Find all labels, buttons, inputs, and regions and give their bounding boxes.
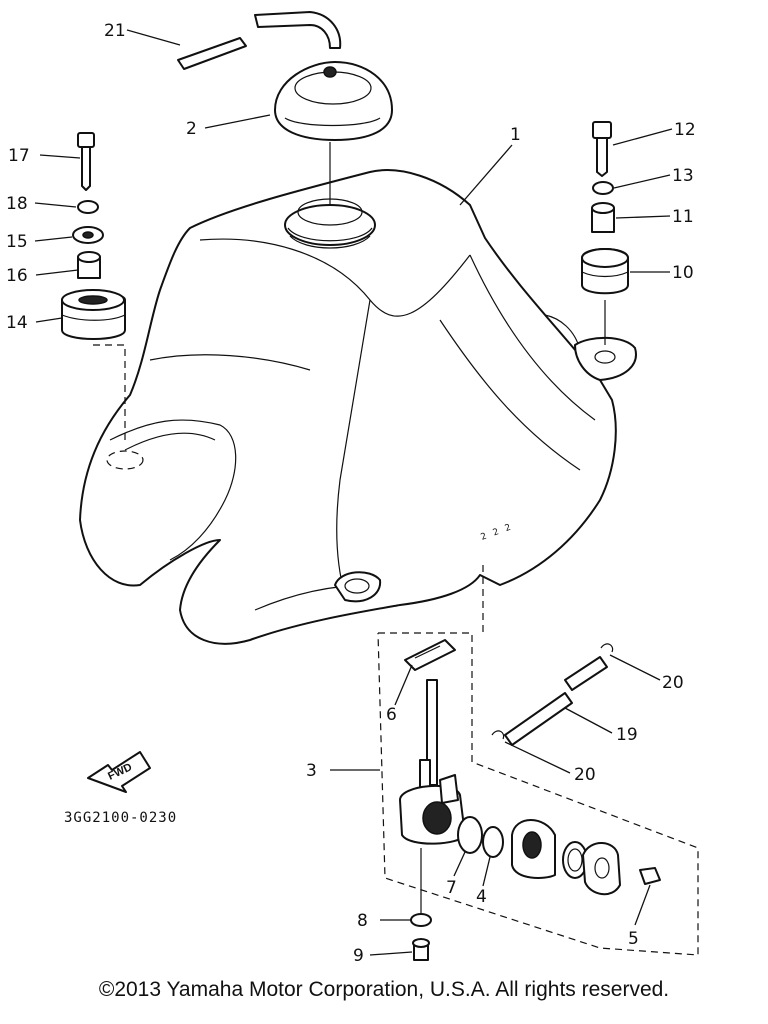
fuel-cock bbox=[399, 679, 661, 961]
callout-11: 11 bbox=[672, 207, 694, 227]
callout-9: 9 bbox=[353, 946, 364, 966]
part-code: 3GG2100-0230 bbox=[64, 810, 177, 826]
callout-numbers: 21 2 1 17 18 15 16 14 12 13 11 10 3 6 7 … bbox=[6, 21, 696, 966]
forward-arrow-icon: FWD bbox=[87, 751, 151, 793]
callout-13: 13 bbox=[672, 166, 694, 186]
fuel-tank: 2 2 2 bbox=[79, 169, 637, 645]
callout-10: 10 bbox=[672, 263, 694, 283]
copyright-notice: ©2013 Yamaha Motor Corporation, U.S.A. A… bbox=[98, 978, 670, 1001]
fuel-cock-gasket bbox=[404, 639, 456, 671]
callout-20-top: 20 bbox=[662, 673, 684, 693]
fuel-cap bbox=[274, 61, 393, 141]
leader-lines bbox=[34, 29, 673, 956]
callout-2: 2 bbox=[186, 119, 197, 139]
callout-3: 3 bbox=[306, 761, 317, 781]
callout-14: 14 bbox=[6, 313, 28, 333]
callout-7: 7 bbox=[446, 878, 457, 898]
breather-hose bbox=[177, 11, 342, 70]
callout-4: 4 bbox=[476, 887, 487, 907]
callout-21: 21 bbox=[104, 21, 126, 41]
callout-19: 19 bbox=[616, 725, 638, 745]
callout-1: 1 bbox=[510, 125, 521, 145]
callout-15: 15 bbox=[6, 232, 28, 252]
callout-6: 6 bbox=[386, 705, 397, 725]
callout-12: 12 bbox=[674, 120, 696, 140]
callout-5: 5 bbox=[628, 929, 639, 949]
right-mount-hardware bbox=[581, 121, 629, 345]
left-mount-hardware bbox=[61, 132, 126, 440]
callout-18: 18 bbox=[6, 194, 28, 214]
callout-20-bottom: 20 bbox=[574, 765, 596, 785]
callout-16: 16 bbox=[6, 266, 28, 286]
callout-17: 17 bbox=[8, 146, 30, 166]
callout-8: 8 bbox=[357, 911, 368, 931]
fuel-hose bbox=[491, 643, 614, 746]
